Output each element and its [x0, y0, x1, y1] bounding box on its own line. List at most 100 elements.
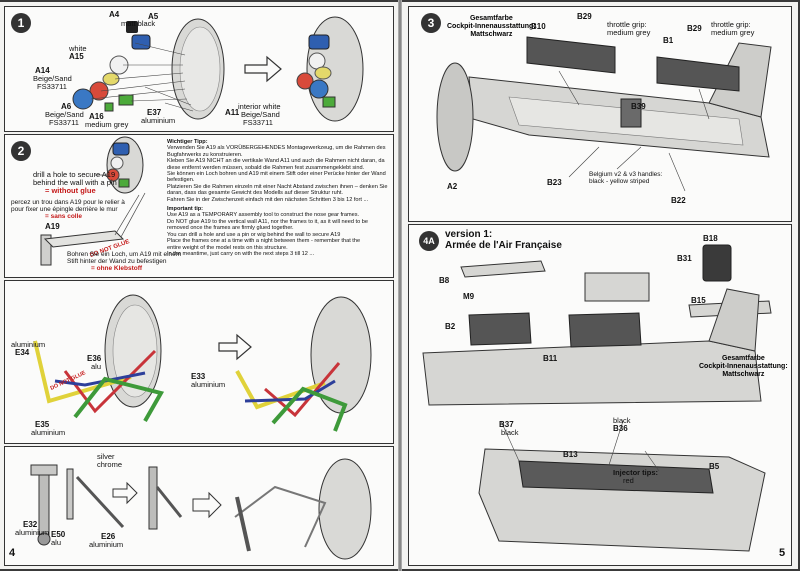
- label-a11-paint1: interior white: [238, 102, 281, 111]
- tip-en-line: In the meantime, just carry on with the …: [167, 250, 315, 257]
- tip-de-line: diese entfernt werden müssen, sobald die…: [167, 164, 365, 171]
- drill-de-line1: Bohren Sie ein Loch, um A19 mit einem: [67, 251, 182, 258]
- label-e37-paint: aluminium: [141, 116, 176, 125]
- label-a19: A19: [45, 222, 60, 231]
- label-chrome: chrome: [97, 460, 123, 469]
- tip-de-line: Platzieren Sie die Rahmen einzeln mit ei…: [167, 183, 388, 190]
- label-a16-paint: medium grey: [85, 120, 129, 129]
- overall-4a-title-1: Gesamtfarbe: [721, 355, 765, 362]
- label-e35-paint: aluminium: [31, 428, 66, 437]
- drill-en-line3: = without glue: [45, 186, 96, 195]
- belgium-handles-1: Belgium v2 & v3 handles:: [589, 171, 663, 178]
- label-b39: B39: [631, 102, 646, 111]
- step-4a-panel: 4A version 1: Armée de l'Air Française B…: [408, 224, 792, 566]
- label-e34-paint: aluminium: [11, 340, 46, 349]
- label-b29-a: B29: [577, 12, 592, 21]
- cockpit-step-3-illustration: [436, 36, 772, 192]
- label-e33-paint: aluminium: [191, 380, 226, 389]
- label-b37-paint: black: [501, 428, 519, 437]
- drill-fr-line2: pour fixer une épingle derrière le mur: [11, 206, 118, 213]
- label-e50: E50: [51, 530, 66, 539]
- label-e50-paint: alu: [51, 538, 62, 547]
- overall-colour-title-1: Gesamtfarbe: [469, 15, 513, 22]
- label-b29-b: B29: [687, 24, 702, 33]
- tip-de-line: Bugfahrwerks zu konstruieren.: [167, 151, 243, 158]
- label-a4-paint: matt black: [121, 19, 156, 28]
- label-e35: E35: [35, 420, 50, 429]
- step-1-number: 1: [11, 13, 31, 33]
- label-e26-paint: aluminium: [89, 540, 124, 549]
- label-b18: B18: [703, 234, 718, 243]
- label-e37: E37: [147, 108, 162, 117]
- label-b31: B31: [677, 254, 692, 263]
- label-a16: A16: [89, 112, 104, 121]
- label-a2: A2: [447, 182, 458, 191]
- tip-en-line: entire weight of the model rests on this…: [167, 244, 288, 251]
- step-2-number: 2: [11, 141, 31, 161]
- tip-de-line: Fahren Sie in der Zwischenzeit einfach m…: [167, 196, 369, 203]
- drill-fr-line1: percez un trou dans A19 pour le relier à: [11, 199, 125, 206]
- label-a5: A5: [148, 12, 159, 21]
- spine-gutter: [398, 0, 402, 571]
- step-4a-illustration: [422, 244, 772, 552]
- tip-de-lines: Verwenden Sie A19 als VORÜBERGEHENDES Mo…: [167, 145, 389, 203]
- label-e33: E33: [191, 372, 206, 381]
- tip-en-line: removed once the frames are firmly glued…: [167, 225, 294, 232]
- tip-de-line: befestigen.: [167, 177, 195, 184]
- label-a14-paint1: Beige/Sand: [33, 74, 72, 83]
- step-3-frames-panel: aluminium E34 E36 alu E33 aluminium E35 …: [4, 280, 394, 444]
- tip-en-lines: Use A19 as a TEMPORARY assembly tool to …: [167, 212, 389, 257]
- label-b1: B1: [663, 36, 674, 45]
- label-e26: E26: [101, 532, 116, 541]
- overall-colour-title-3: Mattschwarz: [470, 31, 513, 38]
- label-a4: A4: [109, 10, 120, 19]
- tip-text-block: Wichtiger Tipp: Verwenden Sie A19 als VO…: [167, 139, 389, 257]
- label-a14: A14: [35, 66, 50, 75]
- step-4a-number: 4A: [419, 231, 439, 251]
- label-a6: A6: [61, 102, 72, 111]
- label-b2: B2: [445, 322, 456, 331]
- cockpit-step-3-number: 3: [421, 13, 441, 33]
- page-left: 1 A4 matt black A5 white A15 A14 Beige/S…: [0, 2, 398, 569]
- drill-en-line1: drill a hole to secure A19: [33, 170, 116, 179]
- injector-tips-2: red: [623, 476, 634, 485]
- label-b22: B22: [671, 196, 686, 205]
- version-title: version 1:: [445, 229, 493, 240]
- step-2-illustration: [40, 136, 146, 266]
- label-a15-paint: white: [69, 44, 87, 53]
- label-b36-paint: black: [613, 416, 631, 425]
- label-b10: B10: [531, 22, 546, 31]
- label-a14-paint2: FS33711: [37, 82, 67, 91]
- tip-en-title: Important tip:: [167, 206, 204, 213]
- label-b36: B36: [613, 424, 628, 433]
- label-e32: E32: [23, 520, 38, 529]
- version-subtitle: Armée de l'Air Française: [445, 240, 562, 251]
- label-a6-paint2: FS33711: [49, 118, 79, 127]
- label-a15: A15: [69, 52, 84, 61]
- tip-en-line: Do NOT glue A19 to the vertical wall A11…: [167, 218, 368, 225]
- overall-colour-title-2: Cockpit-Innenausstattung:: [447, 23, 536, 30]
- label-e32-paint: aluminium: [15, 528, 50, 537]
- label-a11-paint2: Beige/Sand: [241, 110, 280, 119]
- step-2-panel: 2 drill a hole to secure A19 behind the …: [4, 134, 394, 278]
- drill-fr-line3: = sans colle: [45, 213, 83, 220]
- drill-de-line2: Stift hinter der Wand zu befestigen: [67, 258, 167, 265]
- page-number-left: 4: [9, 547, 16, 559]
- tip-en-line: Use A19 as a TEMPORARY assembly tool to …: [167, 212, 360, 219]
- label-a6-paint1: Beige/Sand: [45, 110, 84, 119]
- tip-de-line: Kleben Sie A19 NICHT an die vertikale Wa…: [167, 158, 385, 165]
- throttle-grip-1b: medium grey: [607, 28, 651, 37]
- label-b15: B15: [691, 296, 706, 305]
- frames-illustration: [33, 294, 372, 432]
- gear-illustration: [30, 458, 372, 560]
- belgium-handles-2: black - yellow striped: [589, 178, 650, 185]
- drill-en-line2: behind the wall with a pin: [33, 178, 117, 187]
- throttle-grip-1a: throttle grip:: [607, 20, 647, 29]
- tip-de-line: Sie können ein Loch bohren und A19 mit e…: [167, 171, 386, 178]
- tip-de-line: daran, dass das gesamte Gewicht des Mode…: [167, 190, 343, 197]
- label-a11-paint3: FS33711: [243, 118, 273, 127]
- label-e36-paint: alu: [91, 362, 102, 371]
- injector-tips-1: Injector tips:: [613, 468, 659, 477]
- tip-en-line: You can drill a hole and use a pin or wi…: [167, 231, 341, 238]
